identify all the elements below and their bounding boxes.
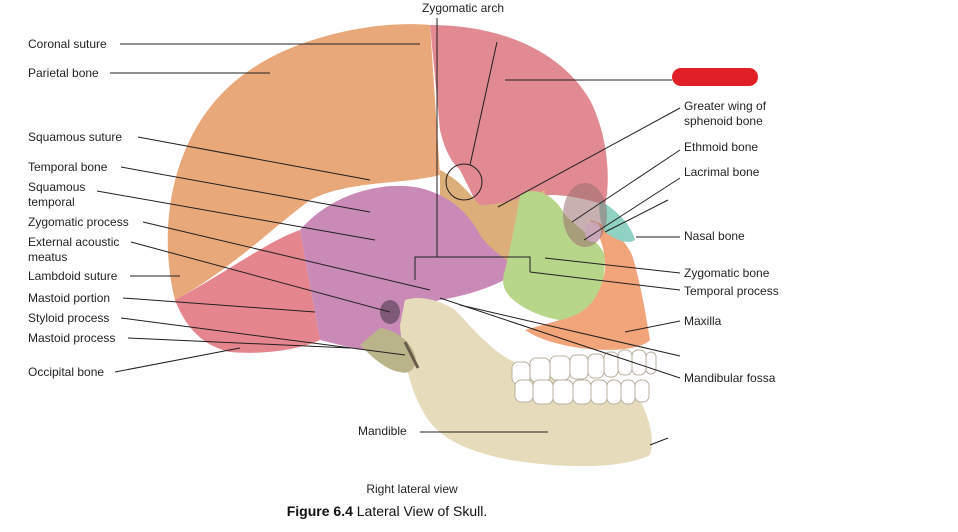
- frontal-bone-shape: [430, 25, 608, 210]
- label-maxilla: Maxilla: [684, 314, 722, 328]
- nasal-bone-shape: [599, 200, 635, 243]
- figure-number: Figure 6.4: [286, 503, 353, 519]
- temporal-bone-shape: [300, 185, 520, 350]
- label-greater-wing-2: sphenoid bone: [684, 114, 763, 128]
- occipital-bone-shape: [175, 230, 320, 353]
- label-temporal-process: Temporal process: [684, 284, 779, 298]
- label-squamous-temporal-1: Squamous: [28, 180, 86, 194]
- label-zygomatic-arch: Zygomatic arch: [422, 1, 505, 15]
- lacrimal-shape: [585, 222, 601, 242]
- label-external-acoustic-1: External acoustic: [28, 235, 120, 249]
- teeth: [511, 349, 657, 405]
- parietal-bone-shape: [167, 24, 440, 300]
- label-ethmoid-bone: Ethmoid bone: [684, 140, 759, 154]
- label-mandibular-fossa: Mandibular fossa: [684, 371, 776, 385]
- label-zygomatic-process: Zygomatic process: [28, 215, 129, 229]
- label-greater-wing-1: Greater wing of: [684, 99, 767, 113]
- label-styloid-process: Styloid process: [28, 311, 110, 325]
- mastoid-shape: [360, 328, 416, 373]
- redaction-mark: [672, 68, 758, 86]
- label-squamous-temporal-2: temporal: [28, 195, 75, 209]
- label-mastoid-portion: Mastoid portion: [28, 291, 111, 305]
- label-squamous-suture: Squamous suture: [28, 130, 123, 144]
- label-temporal-bone: Temporal bone: [28, 160, 108, 174]
- figure-caption: Figure 6.4 Lateral View of Skull.: [0, 503, 774, 519]
- view-caption: Right lateral view: [366, 482, 458, 496]
- label-lambdoid-suture: Lambdoid suture: [28, 269, 118, 283]
- orbit-shape: [563, 183, 607, 247]
- label-mandible: Mandible: [358, 424, 407, 438]
- label-nasal-bone: Nasal bone: [684, 229, 745, 243]
- label-mastoid-process: Mastoid process: [28, 331, 116, 345]
- leader-lines: [96, 18, 681, 446]
- pterion-circle: [445, 163, 483, 201]
- label-external-acoustic-2: meatus: [28, 250, 68, 264]
- maxilla-shape: [525, 220, 650, 350]
- zygomatic-bone-shape: [503, 191, 605, 322]
- label-lacrimal-bone: Lacrimal bone: [684, 165, 760, 179]
- label-coronal-suture: Coronal suture: [28, 37, 107, 51]
- figure-title: Lateral View of Skull.: [356, 503, 488, 519]
- zygomatic-arch-bracket: [414, 256, 531, 280]
- label-zygomatic-bone: Zygomatic bone: [684, 266, 770, 280]
- styloid-process-shape: [403, 341, 420, 369]
- label-occipital-bone: Occipital bone: [28, 365, 105, 379]
- label-parietal-bone: Parietal bone: [28, 66, 99, 80]
